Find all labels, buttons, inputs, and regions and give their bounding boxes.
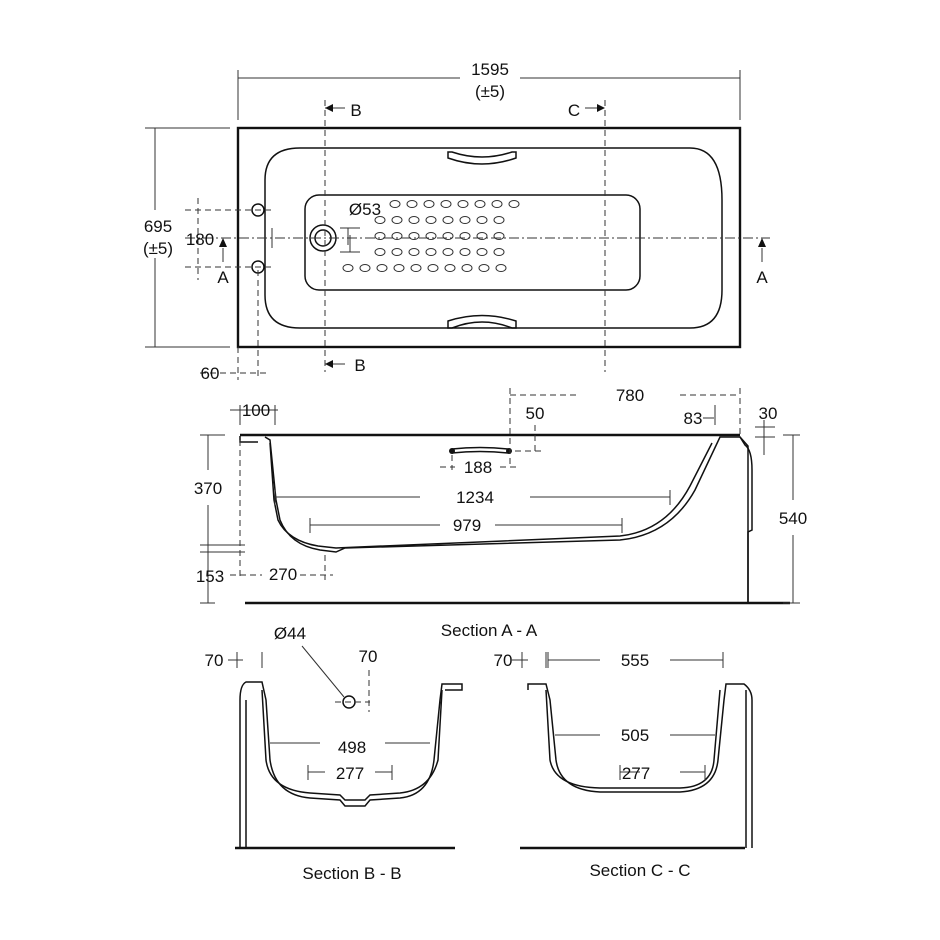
anti-slip-dot <box>425 216 437 224</box>
anti-slip-dot <box>408 248 420 256</box>
anti-slip-dot <box>442 216 454 224</box>
dim-rim-b: 70 <box>205 651 224 670</box>
anti-slip-dot <box>342 264 354 272</box>
anti-slip-dot <box>493 216 505 224</box>
anti-slip-dot <box>491 200 503 208</box>
anti-slip-dot <box>425 232 437 240</box>
tap-spacing-label: 180 <box>186 230 214 249</box>
width-label: 695 <box>144 217 172 236</box>
section-b-marker: B <box>354 356 365 375</box>
dim-rim-c: 70 <box>494 651 513 670</box>
anti-slip-dot <box>493 248 505 256</box>
anti-slip-dot <box>389 200 401 208</box>
section-a-title: Section A - A <box>441 621 538 640</box>
section-b-title: Section B - B <box>302 864 401 883</box>
section-b-b: 70 Ø44 70 498 277 Section B - B <box>205 624 463 883</box>
width-tolerance: (±5) <box>143 239 173 258</box>
anti-slip-dot <box>459 232 471 240</box>
section-b-marker: B <box>350 101 361 120</box>
length-tolerance: (±5) <box>475 82 505 101</box>
anti-slip-dot <box>359 264 371 272</box>
dim-rim-right: 83 <box>684 409 703 428</box>
length-dimension-line <box>237 70 741 120</box>
bath-profile-c <box>527 683 753 848</box>
dim-depth: 370 <box>194 479 222 498</box>
dim-handle-drop: 50 <box>526 404 545 423</box>
dimension-guides <box>185 100 606 380</box>
anti-slip-dot <box>444 264 456 272</box>
dim-overall-c: 555 <box>621 651 649 670</box>
section-a-marker: A <box>756 268 768 287</box>
dim-bottom-length: 979 <box>453 516 481 535</box>
section-c-marker: C <box>568 101 580 120</box>
waste-diameter-label: Ø53 <box>349 200 381 219</box>
anti-slip-dot <box>474 200 486 208</box>
anti-slip-dots <box>342 200 520 272</box>
dim-bottom-width-b: 277 <box>336 764 364 783</box>
anti-slip-dot <box>410 264 422 272</box>
dim-height: 540 <box>779 509 807 528</box>
anti-slip-dot <box>508 200 520 208</box>
dim-bottom-width-c: 277 <box>622 764 650 783</box>
anti-slip-dot <box>408 216 420 224</box>
anti-slip-dot <box>459 216 471 224</box>
dim-overflow-offset: 70 <box>359 647 378 666</box>
dim-rim-left: 100 <box>242 401 270 420</box>
anti-slip-dot <box>408 232 420 240</box>
length-label: 1595 <box>471 60 509 79</box>
section-c-c: 70 555 505 277 Section C - C <box>494 651 753 880</box>
section-a-marker: A <box>217 268 229 287</box>
anti-slip-dot <box>459 248 471 256</box>
anti-slip-dot <box>495 264 507 272</box>
dim-top-length: 1234 <box>456 488 494 507</box>
anti-slip-dot <box>461 264 473 272</box>
anti-slip-dot <box>425 248 437 256</box>
section-a-a: 100 780 50 83 30 370 540 1234 979 153 27… <box>194 386 807 640</box>
anti-slip-dot <box>476 216 488 224</box>
anti-slip-dot <box>374 248 386 256</box>
anti-slip-dot <box>476 232 488 240</box>
anti-slip-dot <box>374 232 386 240</box>
plan-view: 1595 (±5) 695 (±5) 180 Ø53 60 B B C A A <box>143 60 770 383</box>
anti-slip-mat <box>304 194 641 291</box>
anti-slip-dot <box>393 264 405 272</box>
anti-slip-dot <box>493 232 505 240</box>
dim-handle-length: 188 <box>464 458 492 477</box>
dim-waste-position: 270 <box>269 565 297 584</box>
dim-waste-height: 153 <box>196 567 224 586</box>
tap-hole-icon <box>251 203 265 217</box>
handle-icon <box>447 314 517 329</box>
anti-slip-dot <box>442 248 454 256</box>
anti-slip-dot <box>440 200 452 208</box>
anti-slip-dot <box>391 216 403 224</box>
dim-rim-thickness: 30 <box>759 404 778 423</box>
bath-profile <box>239 436 753 603</box>
anti-slip-dot <box>423 200 435 208</box>
anti-slip-dot <box>406 200 418 208</box>
grab-handle <box>451 446 509 454</box>
anti-slip-dot <box>476 248 488 256</box>
anti-slip-dot <box>374 216 386 224</box>
dim-overflow-diameter: Ø44 <box>274 624 306 643</box>
dim-top-width-b: 498 <box>338 738 366 757</box>
bath-inner-plan <box>264 147 723 329</box>
dim-top-width-c: 505 <box>621 726 649 745</box>
anti-slip-dot <box>391 248 403 256</box>
anti-slip-dot <box>457 200 469 208</box>
anti-slip-dot <box>442 232 454 240</box>
tap-offset-label: 60 <box>201 364 220 383</box>
width-dimension-line <box>145 127 360 348</box>
handle-icon <box>447 151 517 165</box>
section-c-title: Section C - C <box>589 861 690 880</box>
anti-slip-dot <box>478 264 490 272</box>
section-arrows <box>222 107 763 365</box>
anti-slip-dot <box>427 264 439 272</box>
dim-handle-position: 780 <box>616 386 644 405</box>
anti-slip-dot <box>391 232 403 240</box>
bath-profile-b <box>239 681 463 848</box>
anti-slip-dot <box>376 264 388 272</box>
